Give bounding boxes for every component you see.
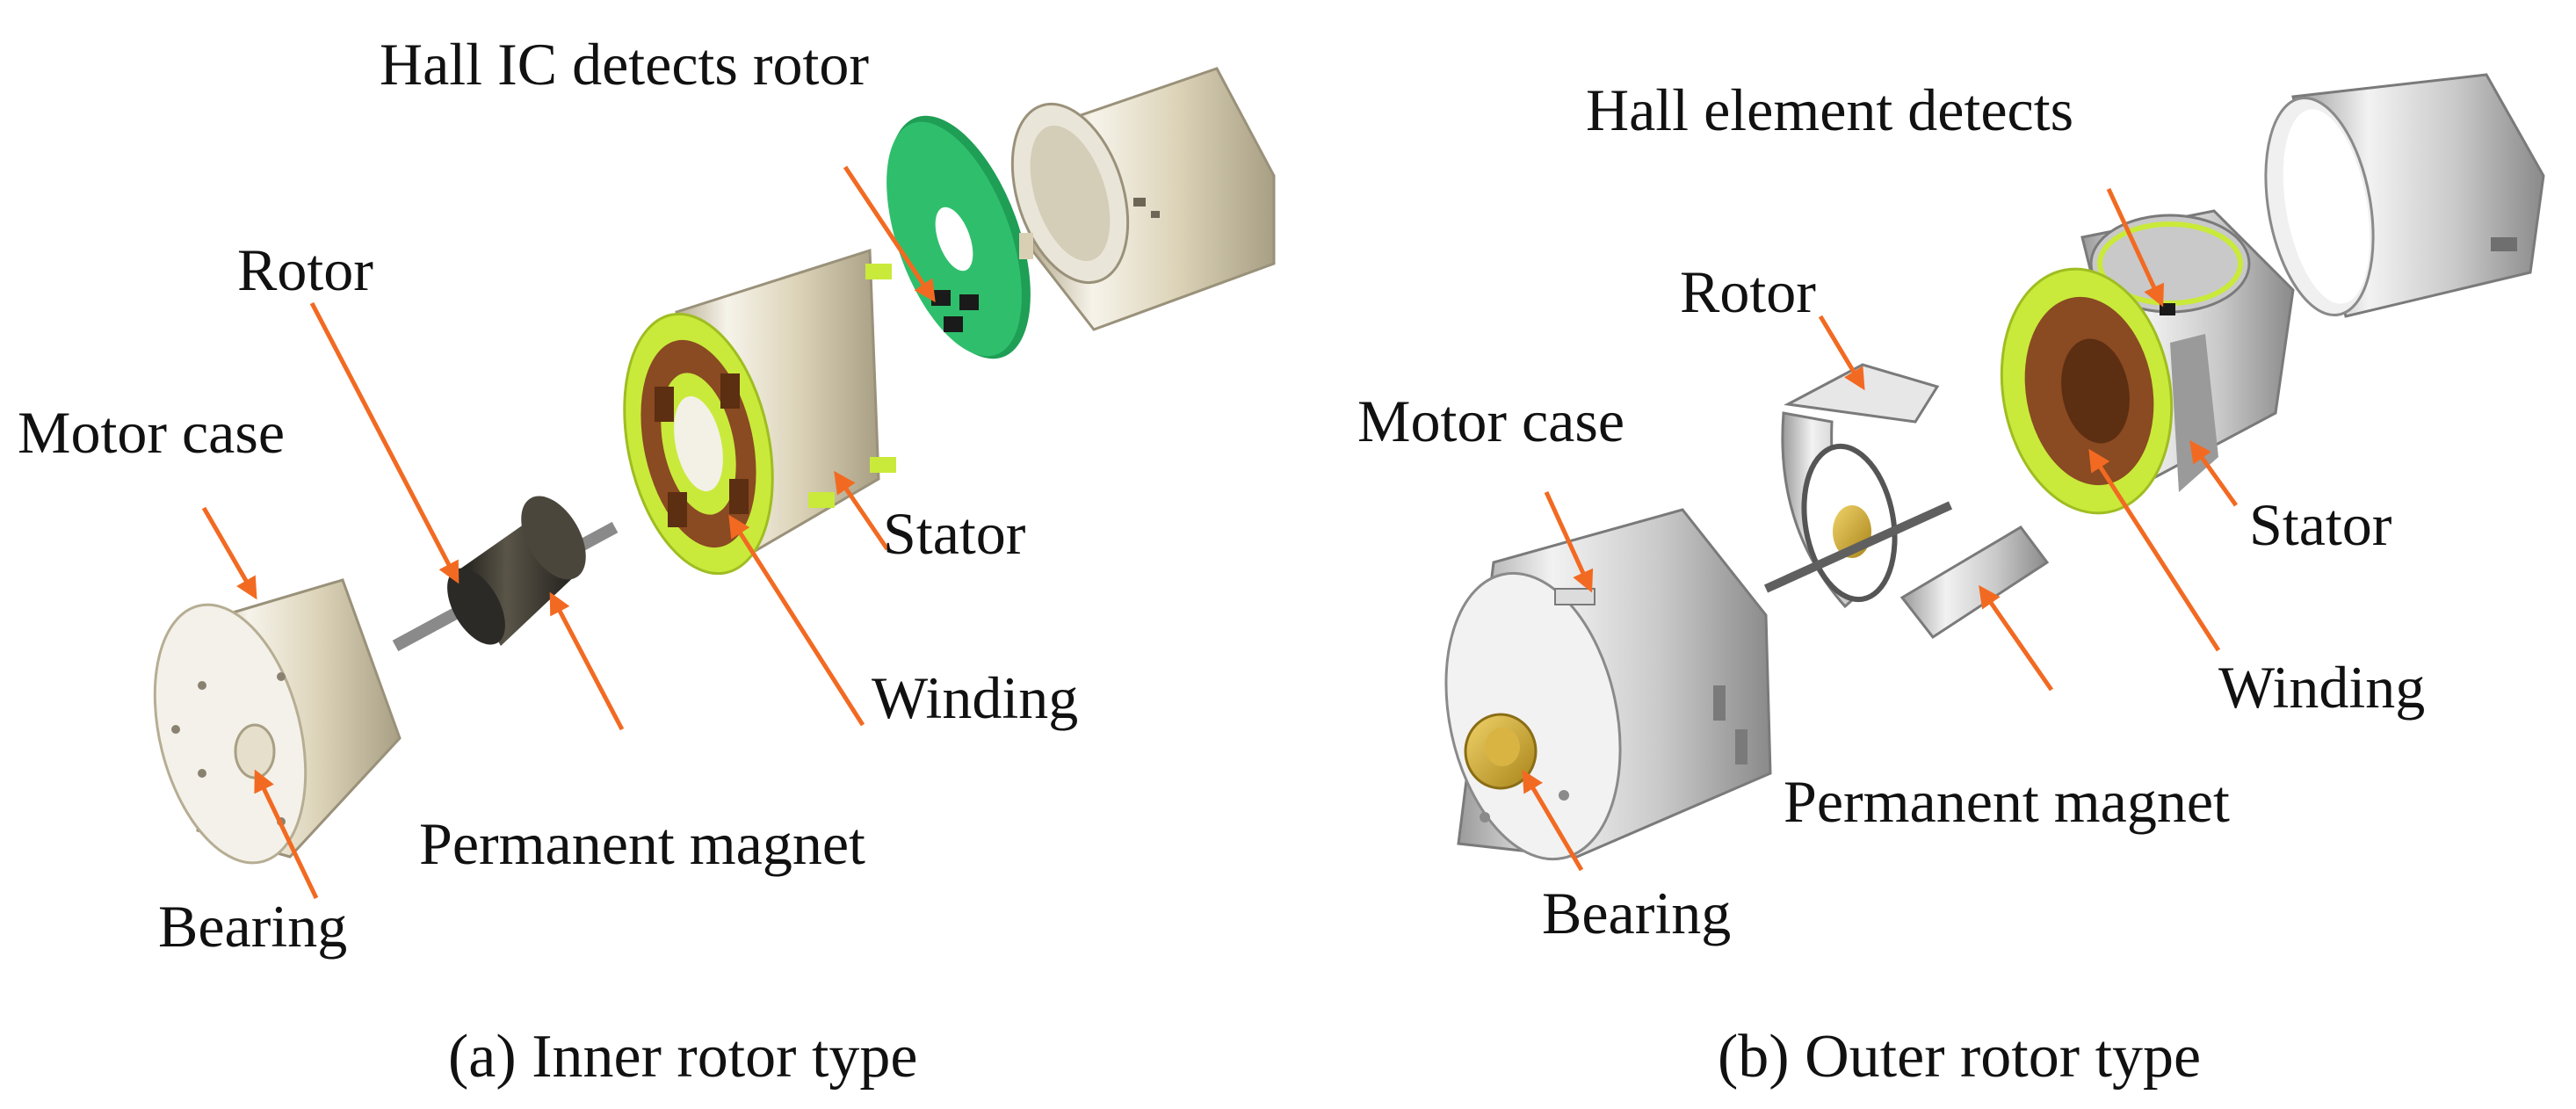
inner-caption: (a) Inner rotor type bbox=[448, 1023, 917, 1091]
inner-arrow-bearing bbox=[254, 769, 319, 900]
panel-inner-rotor: Hall IC detects rotor Rotor Motor case S… bbox=[18, 31, 1276, 1091]
inner-label-winding: Winding bbox=[872, 664, 1078, 731]
inner-arrow-winding bbox=[728, 514, 865, 727]
outer-rotor-illustration bbox=[1763, 363, 2050, 640]
outer-arrow-rotor bbox=[1818, 315, 1865, 391]
inner-arrow-stator bbox=[834, 470, 890, 551]
outer-arrow-stator bbox=[2189, 439, 2239, 507]
outer-label-motor-case: Motor case bbox=[1357, 388, 1624, 454]
outer-back-cover-illustration bbox=[2264, 73, 2545, 318]
outer-callout-arrows bbox=[1522, 187, 2239, 872]
outer-arrow-winding bbox=[2088, 448, 2221, 652]
inner-rotor-illustration bbox=[392, 496, 619, 652]
outer-arrow-magnet bbox=[1979, 584, 2054, 692]
inner-arrow-magnet bbox=[549, 591, 625, 731]
inner-label-hall: Hall IC detects rotor bbox=[380, 31, 869, 98]
outer-arrow-bearing bbox=[1522, 769, 1584, 872]
inner-arrow-hall bbox=[843, 165, 936, 303]
inner-arrow-motor-case bbox=[201, 506, 257, 600]
outer-motor-case-illustration bbox=[1444, 508, 1772, 861]
inner-label-bearing: Bearing bbox=[158, 893, 347, 960]
outer-label-winding: Winding bbox=[2218, 654, 2425, 721]
inner-arrow-rotor bbox=[309, 301, 459, 584]
outer-caption: (b) Outer rotor type bbox=[1718, 1023, 2201, 1091]
inner-label-stator: Stator bbox=[883, 500, 1026, 567]
inner-label-motor-case: Motor case bbox=[18, 399, 285, 466]
inner-back-cover-illustration bbox=[1010, 67, 1276, 331]
inner-label-permanent-magnet: Permanent magnet bbox=[419, 810, 865, 877]
inner-stator-illustration bbox=[623, 248, 896, 576]
outer-label-permanent-magnet: Permanent magnet bbox=[1784, 768, 2230, 835]
inner-label-rotor: Rotor bbox=[237, 236, 373, 303]
outer-label-bearing: Bearing bbox=[1542, 880, 1731, 946]
outer-stator-illustration bbox=[2000, 209, 2295, 515]
outer-label-hall: Hall element detects bbox=[1586, 76, 2073, 143]
outer-arrow-hall bbox=[2106, 187, 2164, 308]
panel-outer-rotor: Hall element detects Rotor Motor case St… bbox=[1357, 73, 2545, 1091]
outer-label-rotor: Rotor bbox=[1680, 258, 1816, 325]
outer-label-stator: Stator bbox=[2249, 491, 2392, 558]
inner-motor-case-illustration bbox=[153, 578, 402, 865]
inner-callout-arrows bbox=[201, 165, 936, 900]
outer-arrow-motor-case bbox=[1544, 490, 1594, 593]
